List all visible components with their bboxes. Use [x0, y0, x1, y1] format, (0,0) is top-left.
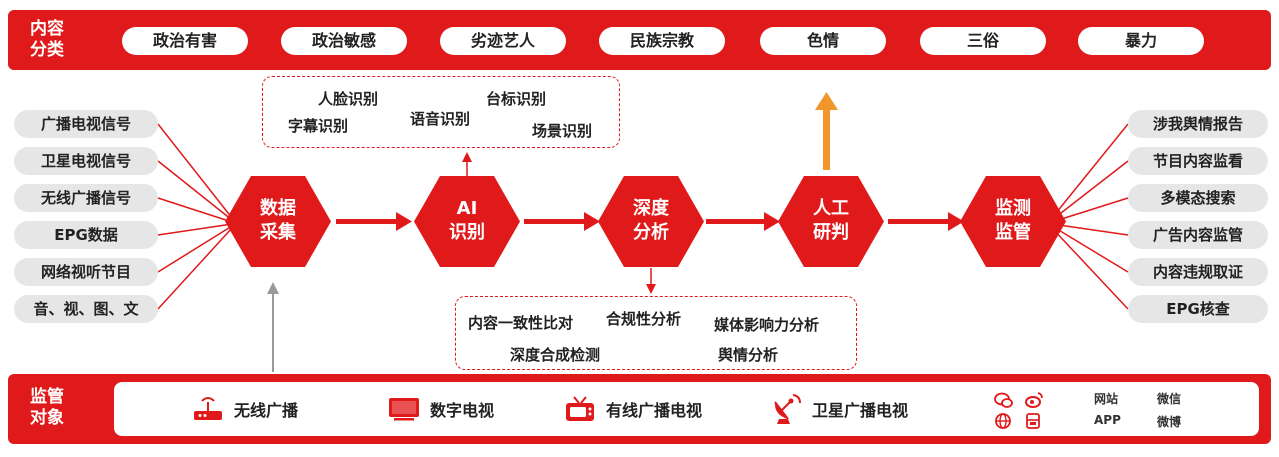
web-label: 微博 [1157, 415, 1182, 429]
monitor-object-item: 无线广播 [192, 382, 298, 436]
ai-feature-box [262, 76, 620, 148]
globe-icon [995, 413, 1011, 429]
web-label: 微信 [1157, 392, 1182, 406]
source-pill: 音、视、图、文 [14, 295, 158, 323]
category-pill: 政治敏感 [281, 27, 407, 55]
category-pill: 三俗 [920, 27, 1046, 55]
output-pill: 节目内容监看 [1128, 147, 1268, 175]
monitor-object-text: 卫星广播电视 [812, 401, 909, 420]
web-label: 网站 [1094, 392, 1119, 406]
category-pill: 政治有害 [122, 27, 248, 55]
ai-feature: 场景识别 [532, 122, 593, 140]
weibo-icon [1025, 392, 1043, 408]
web-label: APP [1094, 413, 1121, 427]
output-pill: 多模态搜索 [1128, 184, 1268, 212]
monitor-object-text: 有线广播电视 [606, 401, 703, 420]
monitor-object-text: 无线广播 [234, 401, 299, 420]
flow-label: 监测 监管 [995, 198, 1031, 243]
monitor-object-panel: 无线广播 数字电视 有线广播电视 [114, 382, 1259, 436]
tv-icon [389, 398, 419, 421]
output-pill: 涉我舆情报告 [1128, 110, 1268, 138]
web-social-icons [994, 392, 1043, 429]
analysis-feature: 媒体影响力分析 [714, 316, 820, 334]
hexagon-data-collection [225, 176, 331, 267]
monitor-input-arrow [267, 282, 279, 372]
output-connectors [1051, 123, 1129, 310]
source-connectors [157, 123, 233, 310]
analysis-feature-box [455, 296, 857, 370]
flow-label: 数据 采集 [260, 198, 296, 243]
monitor-object-band: 监管 对象 无线广播 数字电视 [8, 374, 1271, 444]
source-pill: 无线广播信号 [14, 184, 158, 212]
wechat-icon [994, 392, 1013, 408]
hexagon-manual-review [778, 176, 884, 267]
monitor-object-item: 数字电视 [388, 382, 494, 436]
category-pill: 劣迹艺人 [440, 27, 566, 55]
flow-label: AI 识别 [449, 198, 485, 243]
source-pill: EPG数据 [14, 221, 158, 249]
content-category-label: 内容 分类 [30, 19, 64, 60]
monitor-object-label: 监管 对象 [30, 387, 64, 428]
analysis-feature: 合规性分析 [606, 310, 682, 328]
router-icon [194, 397, 222, 420]
output-pill: 广告内容监管 [1128, 221, 1268, 249]
source-pill: 卫星电视信号 [14, 147, 158, 175]
flow-label: 人工 研判 [813, 198, 849, 243]
retro-tv-icon [566, 396, 594, 421]
output-pill: EPG核查 [1128, 295, 1268, 323]
content-category-band: 内容 分类 政治有害 政治敏感 劣迹艺人 民族宗教 色情 三俗 暴力 [8, 10, 1271, 70]
hexagon-monitoring [960, 176, 1066, 267]
monitor-object-item: 卫星广播电视 [770, 382, 908, 436]
hexagon-deep-analysis [598, 176, 704, 267]
monitor-object-text: 数字电视 [430, 401, 495, 420]
satellite-dish-icon [774, 394, 801, 424]
hexagon-ai-recognition [414, 176, 520, 267]
ai-feature: 人脸识别 [318, 90, 379, 108]
ai-feature: 台标识别 [486, 90, 547, 108]
ai-feature: 语音识别 [410, 110, 471, 128]
output-pill: 内容违规取证 [1128, 258, 1268, 286]
source-pill: 网络视听节目 [14, 258, 158, 286]
category-pill: 暴力 [1078, 27, 1204, 55]
flow-label: 深度 分析 [633, 198, 669, 243]
category-pill: 色情 [760, 27, 886, 55]
flow-arrows [336, 212, 964, 231]
app-icon [1026, 413, 1040, 429]
source-pill: 广播电视信号 [14, 110, 158, 138]
ai-feature: 字幕识别 [288, 117, 349, 135]
monitor-object-item: 有线广播电视 [564, 382, 702, 436]
analysis-feature: 内容一致性比对 [468, 314, 574, 332]
analysis-feature: 深度合成检测 [510, 346, 601, 364]
analysis-feature: 舆情分析 [718, 346, 779, 364]
category-pill: 民族宗教 [599, 27, 725, 55]
feedback-arrow [815, 92, 838, 170]
